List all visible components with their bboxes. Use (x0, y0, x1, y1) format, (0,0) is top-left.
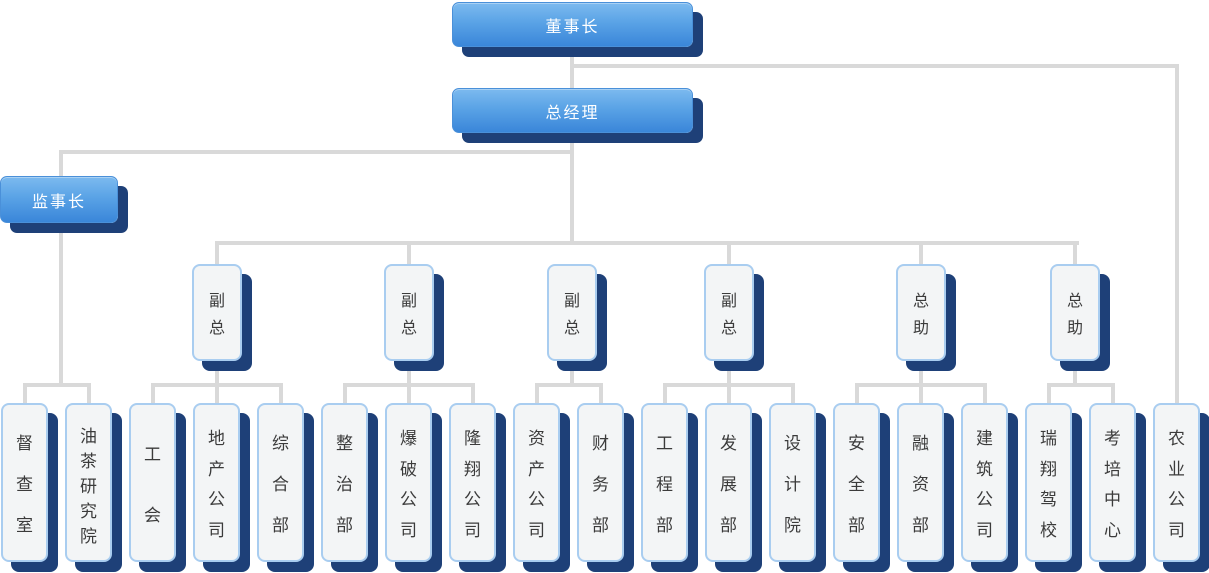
connector-line (855, 383, 859, 405)
node-label: 爆破公司 (400, 429, 417, 540)
connector-line (215, 241, 1079, 245)
node-label: 工程部 (656, 434, 673, 535)
connector-line (727, 241, 731, 266)
node-department: 安全部 (833, 403, 880, 562)
node-department: 爆破公司 (385, 403, 432, 562)
connector-line (471, 383, 475, 405)
node-executive: 总助 (1050, 264, 1100, 361)
node-department: 融资部 (897, 403, 944, 562)
node-department: 发展部 (705, 403, 752, 562)
node-executive: 副总 (704, 264, 754, 361)
node-label: 副总 (563, 293, 580, 337)
node-department: 工会 (129, 403, 176, 562)
node-label: 综合部 (272, 434, 289, 535)
node-department: 建筑公司 (961, 403, 1008, 562)
node-label: 发展部 (720, 434, 737, 535)
connector-line (1111, 383, 1115, 405)
connector-line (23, 383, 27, 405)
connector-line (599, 383, 603, 405)
node-label: 安全部 (848, 434, 865, 535)
node-department: 财务部 (577, 403, 624, 562)
connector-line (570, 359, 574, 385)
node-label: 资产公司 (528, 429, 545, 540)
connector-line (919, 241, 923, 266)
node-supervisor: 监事长 (0, 176, 118, 223)
node-label: 总助 (912, 293, 929, 337)
connector-line (343, 383, 347, 405)
node-label: 副总 (400, 293, 417, 337)
node-department: 整治部 (321, 403, 368, 562)
node-label: 总助 (1066, 293, 1083, 337)
connector-line (535, 383, 539, 405)
connector-line (1047, 383, 1051, 405)
node-label: 整治部 (336, 434, 353, 535)
node-executive: 总助 (896, 264, 946, 361)
connector-line (407, 359, 411, 385)
node-label: 考培中心 (1104, 429, 1121, 540)
node-label: 瑞翔驾校 (1040, 429, 1057, 540)
node-label: 地产公司 (208, 429, 225, 540)
node-label: 设计院 (784, 434, 801, 535)
node-label: 农业公司 (1168, 429, 1185, 540)
node-executive: 副总 (547, 264, 597, 361)
connector-line (663, 383, 667, 405)
node-label: 工会 (144, 444, 161, 525)
connector-line (407, 383, 411, 405)
node-department: 农业公司 (1153, 403, 1200, 562)
node-label: 融资部 (912, 434, 929, 535)
connector-line (59, 150, 574, 154)
node-label: 油茶研究院 (80, 426, 97, 546)
connector-line (23, 383, 91, 387)
connector-line (791, 383, 795, 405)
connector-line (1073, 241, 1077, 266)
node-executive: 副总 (384, 264, 434, 361)
node-general-manager: 总经理 (452, 88, 693, 133)
connector-line (279, 383, 283, 405)
connector-line (59, 150, 63, 178)
connector-line (919, 359, 923, 385)
connector-line (1047, 383, 1115, 387)
connector-line (570, 64, 1179, 68)
node-label: 董事长 (545, 18, 600, 36)
connector-line (919, 383, 923, 405)
node-department: 综合部 (257, 403, 304, 562)
connector-line (151, 383, 155, 405)
connector-line (983, 383, 987, 405)
node-department: 油茶研究院 (65, 403, 112, 562)
connector-line (1073, 359, 1077, 385)
node-department: 隆翔公司 (449, 403, 496, 562)
node-label: 隆翔公司 (464, 429, 481, 540)
connector-line (535, 383, 603, 387)
connector-line (727, 359, 731, 385)
node-executive: 副总 (192, 264, 242, 361)
connector-line (727, 383, 731, 405)
node-department: 地产公司 (193, 403, 240, 562)
connector-line (215, 383, 219, 405)
connector-line (1175, 64, 1179, 405)
node-department: 设计院 (769, 403, 816, 562)
connector-line (59, 221, 63, 385)
connector-line (215, 241, 219, 266)
node-department: 考培中心 (1089, 403, 1136, 562)
node-label: 副总 (720, 293, 737, 337)
node-label: 财务部 (592, 434, 609, 535)
connector-line (215, 359, 219, 385)
connector-line (87, 383, 91, 405)
node-label: 副总 (208, 293, 225, 337)
node-department: 瑞翔驾校 (1025, 403, 1072, 562)
node-department: 资产公司 (513, 403, 560, 562)
node-label: 监事长 (31, 193, 86, 211)
node-department: 工程部 (641, 403, 688, 562)
node-chairman: 董事长 (452, 2, 693, 47)
node-label: 总经理 (545, 104, 600, 122)
node-label: 建筑公司 (976, 429, 993, 540)
node-label: 督查室 (16, 434, 33, 535)
connector-line (407, 241, 411, 266)
node-department: 督查室 (1, 403, 48, 562)
connector-line (570, 131, 574, 245)
